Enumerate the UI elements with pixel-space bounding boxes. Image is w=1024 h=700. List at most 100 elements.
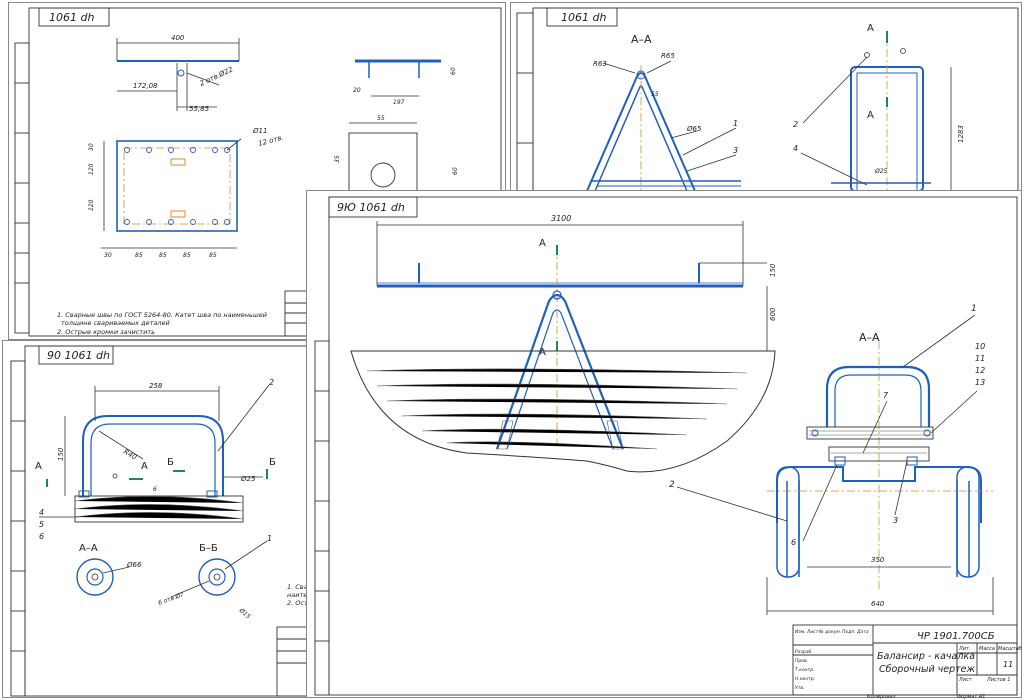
callout-10: 10 xyxy=(975,342,985,351)
note-2: 2. Острые кромки зачистить xyxy=(57,328,155,336)
section-b: Б–Б xyxy=(199,543,218,554)
note-1: 1. Свар xyxy=(287,583,312,591)
stamp: 1061 dh xyxy=(561,11,606,24)
note-1b: толщине свариваемых деталей xyxy=(61,319,170,327)
scale-value: 11 xyxy=(1003,660,1013,669)
dim-197: 197 xyxy=(393,99,405,106)
dim-55: 55 xyxy=(651,91,659,98)
sheet-bottom-left: 90 1061 dh 258 150 R40 2 Ø25 6 A A Б Б 4… xyxy=(2,340,312,698)
stamp: 90 1061 dh xyxy=(47,349,110,362)
dim-35: 35 xyxy=(334,155,341,163)
callout-1: 1 xyxy=(971,304,977,314)
dim-640: 640 xyxy=(871,600,885,608)
marker-b: Б xyxy=(167,457,174,468)
tb-role-1: Пров. xyxy=(795,658,808,664)
dim-d25: Ø25 xyxy=(874,168,888,175)
tb-role-3: Н.контр. xyxy=(795,676,815,682)
mass-label: Масса xyxy=(979,646,995,652)
dim-85b: 85 xyxy=(159,252,167,259)
dim-20: 20 xyxy=(353,87,361,94)
stamp: 9Ю 1061 dh xyxy=(337,201,405,214)
tb-row-2: № докум. xyxy=(818,629,841,635)
note-1b: наите xyxy=(287,591,307,599)
tb-row-0: Изм. xyxy=(795,629,806,635)
callout-4: 4 xyxy=(793,144,798,153)
section-a: A–A xyxy=(79,543,98,554)
note-1: 1. Сварные швы по ГОСТ 5264-80. Катет шв… xyxy=(57,311,267,319)
dim-r40: R40 xyxy=(122,448,138,462)
dim-d66: Ø66 xyxy=(126,561,142,569)
format-label: Формат А1 xyxy=(957,694,985,700)
callout-1: 1 xyxy=(267,534,272,543)
dim-120a: 120 xyxy=(88,163,95,175)
sheet-top-right: 1061 dh A–A R63 R65 55 Ø65 1 3 A A 2 4 Ø… xyxy=(510,2,1022,192)
copied-label: Копировал xyxy=(867,694,896,700)
dim-d25: Ø25 xyxy=(240,475,256,483)
dim-d15: Ø15 xyxy=(237,607,252,621)
sheet-top-left: 1061 dh 400 172,08 55,85 2 отв.Ø22 Ø11 1… xyxy=(8,2,506,340)
dim-3100: 3100 xyxy=(551,214,571,223)
callout-3: 3 xyxy=(733,146,738,155)
drawing-bottom-left: 90 1061 dh 258 150 R40 2 Ø25 6 A A Б Б 4… xyxy=(10,345,312,697)
callout-1: 1 xyxy=(733,119,738,128)
callout-4: 4 xyxy=(39,508,44,517)
note-2: 2. Ост xyxy=(287,599,308,607)
callout-13: 13 xyxy=(975,378,985,387)
callout-11: 11 xyxy=(975,354,985,363)
dim-holes12: Ø11 xyxy=(252,127,267,135)
scale-label: Масштаб xyxy=(998,646,1022,652)
sheet-main-assembly: 9Ю 1061 dh 3100 150 A A 600 A–A 350 640 xyxy=(306,190,1022,700)
dim-258: 258 xyxy=(149,382,163,390)
dim-400: 400 xyxy=(171,34,185,42)
drawing-name-2: Сборочный чертеж xyxy=(879,664,976,675)
marker-a2: A xyxy=(539,347,546,358)
callout-2: 2 xyxy=(269,378,274,387)
section-label: A–A xyxy=(859,331,880,344)
drawing-code: ЧР 1901.700СБ xyxy=(917,631,995,642)
tb-role-4: Утв. xyxy=(795,685,804,691)
sheets-label: Листов 1 xyxy=(986,677,1010,683)
dim-60: 60 xyxy=(452,167,459,175)
drawing-name-1: Балансир - качалка xyxy=(877,651,975,662)
sheet-label: Лист xyxy=(958,677,973,683)
dim-holes6: 6 отв.Ø7 xyxy=(157,591,185,607)
dim-150: 150 xyxy=(57,447,65,461)
dim-1283: 1283 xyxy=(957,125,965,143)
drawing-top-left: 1061 dh 400 172,08 55,85 2 отв.Ø22 Ø11 1… xyxy=(14,7,502,337)
dim-6: 6 xyxy=(153,486,157,493)
dim-r63: R63 xyxy=(593,60,607,68)
marker-a2: A xyxy=(141,461,148,472)
marker-a1: A xyxy=(867,23,874,34)
dim-85d: 85 xyxy=(209,252,217,259)
callout-3: 3 xyxy=(893,516,898,525)
dim-30b: 30 xyxy=(104,252,112,259)
dim-55b: 55 xyxy=(377,115,385,122)
marker-a: A xyxy=(35,461,42,472)
stamp: 1061 dh xyxy=(49,11,94,24)
dim-30: 30 xyxy=(88,143,95,151)
tb-row-1: Лист xyxy=(806,629,819,635)
marker-b2: Б xyxy=(269,457,276,468)
callout-5: 5 xyxy=(39,520,44,529)
dim-60b: 60 xyxy=(450,67,457,75)
marker-a2: A xyxy=(867,110,874,121)
callout-7: 7 xyxy=(883,391,889,400)
dim-172: 172,08 xyxy=(133,82,158,90)
drawing-main-assembly: 9Ю 1061 dh 3100 150 A A 600 A–A 350 640 xyxy=(314,196,1022,700)
dim-150: 150 xyxy=(769,263,777,277)
callout-2: 2 xyxy=(669,480,675,490)
dim-85a: 85 xyxy=(135,252,143,259)
dim-55: 55,85 xyxy=(189,105,210,113)
tb-row-3: Подп. xyxy=(842,629,856,635)
marker-a: A xyxy=(539,238,546,249)
tb-role-2: Т.контр. xyxy=(795,667,815,673)
dim-d65: Ø65 xyxy=(686,125,702,133)
callout-2: 2 xyxy=(793,120,798,129)
drawing-top-right: 1061 dh A–A R63 R65 55 Ø65 1 3 A A 2 4 Ø… xyxy=(516,7,1019,192)
tb-row-4: Дата xyxy=(856,629,869,635)
dim-600: 600 xyxy=(769,307,777,321)
dim-r65: R65 xyxy=(661,52,675,60)
callout-6: 6 xyxy=(39,532,44,541)
dim-holes12b: 12 отв. xyxy=(257,134,284,148)
dim-85c: 85 xyxy=(183,252,191,259)
